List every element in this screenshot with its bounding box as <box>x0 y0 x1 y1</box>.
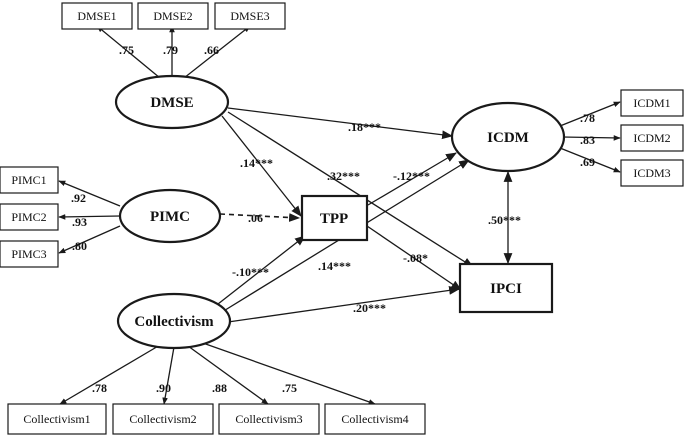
latent-label: DMSE <box>150 95 193 111</box>
path-arrow-dmse-icdm <box>227 107 454 140</box>
indicator-label: PIMC2 <box>11 210 46 224</box>
indicator-label: Collectivism1 <box>23 412 90 426</box>
path-label-pimc-tpp: .06 <box>248 211 263 225</box>
indicator-label: Collectivism4 <box>341 412 408 426</box>
path-arrow-tpp-icdm <box>367 152 457 206</box>
indicator-dmse2: DMSE2 <box>137 2 209 30</box>
indicator-label: Collectivism3 <box>235 412 302 426</box>
loading-label-icdm1: .78 <box>580 111 595 125</box>
loading-arrow-collectivism4 <box>199 341 376 405</box>
latent-icdm: ICDM <box>450 101 566 173</box>
indicator-icdm3: ICDM3 <box>620 159 684 187</box>
loading-label-icdm2: .83 <box>580 133 595 147</box>
path-label-collectivism-icdm: .14*** <box>318 259 351 273</box>
indicator-label: ICDM1 <box>633 96 670 110</box>
loading-label-collectivism2: .90 <box>156 381 171 395</box>
loading-arrow-collectivism1 <box>59 344 161 405</box>
path-label-dmse-icdm: .18*** <box>348 120 381 134</box>
indicator-dmse3: DMSE3 <box>214 2 286 30</box>
indicator-dmse1: DMSE1 <box>61 2 133 30</box>
indicator-collectivism4: Collectivism4 <box>324 403 426 435</box>
latent-label: PIMC <box>150 209 190 225</box>
indicator-collectivism1: Collectivism1 <box>7 403 107 435</box>
indicator-collectivism3: Collectivism3 <box>218 403 320 435</box>
loading-arrow-icdm1 <box>559 101 621 127</box>
indicator-pimc1: PIMC1 <box>0 166 59 194</box>
indicator-icdm1: ICDM1 <box>620 89 684 117</box>
path-label-collectivism-ipci: .20*** <box>353 301 386 315</box>
loading-label-collectivism3: .88 <box>212 381 227 395</box>
path-label-dmse-ipci: .32*** <box>327 169 360 183</box>
indicator-icdm2: ICDM2 <box>620 124 684 152</box>
indicator-label: DMSE1 <box>77 9 116 23</box>
indicator-label: Collectivism2 <box>129 412 196 426</box>
indicator-label: PIMC3 <box>11 247 46 261</box>
indicator-label: ICDM2 <box>633 131 670 145</box>
loading-label-pimc3: .80 <box>72 239 87 253</box>
indicator-label: DMSE2 <box>153 9 192 23</box>
loading-label-collectivism4: .75 <box>282 381 297 395</box>
path-arrow-collectivism-ipci <box>227 286 461 323</box>
path-label-collectivism-tpp: -.10*** <box>232 265 269 279</box>
latent-dmse: DMSE <box>114 74 230 130</box>
observed-label: TPP <box>320 211 348 227</box>
indicator-label: PIMC1 <box>11 173 46 187</box>
path-arrow-pimc-tpp <box>219 213 301 222</box>
path-label-tpp-icdm: -.12*** <box>393 169 430 183</box>
indicator-collectivism2: Collectivism2 <box>112 403 214 435</box>
path-label-icdm-ipci: .50*** <box>488 213 521 227</box>
loading-label-pimc1: .92 <box>71 191 86 205</box>
observed-ipci: IPCI <box>458 262 554 314</box>
path-label-tpp-ipci: -.08* <box>403 251 428 265</box>
loading-arrow-collectivism2 <box>162 346 175 405</box>
loading-label-icdm3: .69 <box>580 155 595 169</box>
loading-arrow-pimc2 <box>58 214 121 220</box>
loading-label-pimc2: .93 <box>72 215 87 229</box>
path-arrow-dmse-tpp <box>221 115 302 217</box>
loading-arrow-collectivism3 <box>187 345 269 405</box>
path-arrow-dmse-ipci <box>227 111 474 268</box>
loading-arrow-icdm2 <box>561 135 621 141</box>
indicator-label: DMSE3 <box>230 9 269 23</box>
indicator-label: ICDM3 <box>633 166 670 180</box>
loading-arrow-dmse1 <box>96 25 161 79</box>
loading-arrow-icdm3 <box>559 147 621 173</box>
loading-arrow-pimc3 <box>58 225 121 254</box>
loading-arrow-dmse3 <box>183 25 251 79</box>
observed-label: IPCI <box>490 281 522 297</box>
path-arrow-tpp-ipci <box>366 225 462 291</box>
latent-collectivism: Collectivism <box>116 292 232 350</box>
latent-label: Collectivism <box>134 314 214 330</box>
indicator-pimc3: PIMC3 <box>0 240 59 268</box>
latent-pimc: PIMC <box>118 188 222 244</box>
loading-label-dmse1: .75 <box>119 43 134 57</box>
loading-label-collectivism1: .78 <box>92 381 107 395</box>
loading-label-dmse2: .79 <box>163 43 178 57</box>
loading-label-dmse3: .66 <box>204 43 219 57</box>
loading-arrow-pimc1 <box>58 180 121 207</box>
observed-tpp: TPP <box>300 194 369 242</box>
indicator-pimc2: PIMC2 <box>0 203 59 231</box>
path-label-dmse-tpp: .14*** <box>240 156 273 170</box>
path-arrow-collectivism-tpp <box>217 235 306 305</box>
latent-label: ICDM <box>487 130 529 146</box>
